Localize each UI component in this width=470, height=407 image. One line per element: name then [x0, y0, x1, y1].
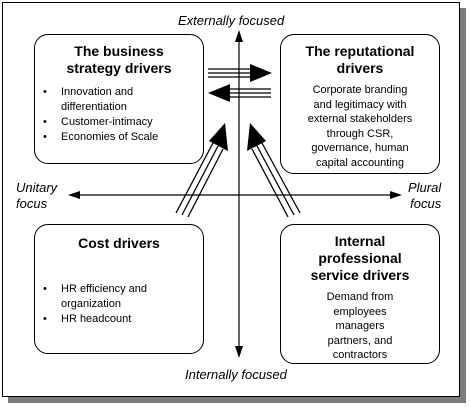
- axis-label-left: Unitary focus: [16, 180, 57, 212]
- box-internal-professional-service-drivers: Internal professional service drivers De…: [280, 224, 440, 364]
- cost-list: HR efficiency and organization HR headco…: [35, 282, 203, 327]
- arrow-to-business-strategy: [208, 84, 271, 102]
- list-item-continuation: organization: [61, 298, 121, 310]
- box-reputational-drivers: The reputational drivers Corporate brand…: [280, 34, 440, 174]
- list-item: HR headcount: [35, 312, 203, 327]
- reputational-description: Corporate branding and legitimacy with e…: [307, 84, 413, 169]
- arrow-cost-to-business-strategy: [175, 123, 228, 218]
- business-strategy-list: Innovation and differentiation Customer-…: [35, 85, 203, 145]
- list-item-continuation: differentiation: [61, 101, 127, 113]
- box-internal-professional-title: Internal professional service drivers: [310, 233, 410, 283]
- vertical-axis-top-arrowhead: [235, 30, 243, 42]
- box-business-strategy-title: The business strategy drivers: [66, 43, 172, 76]
- axis-label-left-line2: focus: [16, 196, 48, 211]
- list-item: Innovation and: [35, 85, 203, 100]
- axis-label-right: Plural focus: [408, 180, 441, 212]
- vertical-axis-bottom-arrowhead: [235, 346, 243, 358]
- box-cost-title: Cost drivers: [78, 235, 160, 251]
- axis-label-right-line1: Plural: [408, 180, 442, 195]
- internal-professional-description: Demand from employees managers partners,…: [326, 291, 394, 361]
- horizontal-axis-left-arrowhead: [68, 191, 80, 199]
- list-item: Customer-intimacy: [35, 115, 203, 130]
- axis-label-right-line2: focus: [410, 196, 442, 211]
- arrow-internal-to-reputational: [247, 123, 301, 218]
- arrow-to-reputational: [208, 64, 272, 82]
- horizontal-axis-right-arrowhead: [390, 191, 402, 199]
- box-cost-drivers: Cost drivers HR efficiency and organizat…: [34, 224, 204, 354]
- box-reputational-title: The reputational drivers: [305, 43, 415, 76]
- axis-label-bottom: Internally focused: [185, 367, 287, 382]
- axis-label-top: Externally focused: [178, 13, 285, 28]
- list-item: Economies of Scale: [35, 130, 203, 145]
- list-item: HR efficiency and: [35, 282, 203, 297]
- box-business-strategy-drivers: The business strategy drivers Innovation…: [34, 34, 204, 164]
- axis-label-left-line1: Unitary: [16, 180, 58, 195]
